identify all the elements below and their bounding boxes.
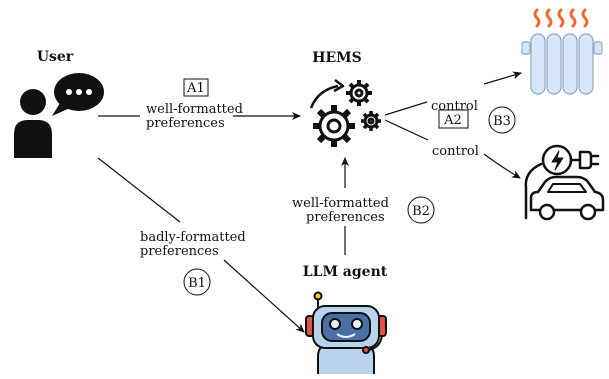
gears-icon	[309, 79, 381, 147]
edge-a1: A1 well-formatted preferences	[98, 78, 301, 131]
a1-tag: A1	[186, 81, 205, 96]
a1-label-line2: preferences	[146, 116, 225, 131]
b1-tag: B1	[188, 276, 206, 291]
b2-tag-circle	[407, 196, 435, 224]
b3-tag-circle	[488, 106, 516, 134]
b1-tag-circle	[183, 268, 211, 296]
b2-tag: B2	[412, 204, 430, 219]
heat-waves-icon	[533, 8, 589, 28]
llm-agent-title: LLM agent	[303, 264, 388, 280]
user-speech-icon	[14, 73, 104, 158]
edge-control-ev: control A2 B3	[384, 106, 521, 179]
robot-icon	[305, 291, 387, 374]
edge-b2: well-formatted preferences B2	[292, 157, 435, 255]
hems-title: HEMS	[312, 50, 362, 66]
b2-label-line2: preferences	[306, 210, 385, 225]
b3-tag: B3	[493, 114, 511, 129]
b1-label-line2: preferences	[140, 244, 219, 259]
control-bottom-label: control	[432, 144, 479, 159]
user-title: User	[37, 49, 74, 65]
radiator-icon	[521, 8, 603, 95]
a1-label-line1: well-formatted	[146, 102, 243, 117]
a2-tag: A2	[443, 113, 462, 128]
ev-charging-icon	[524, 144, 605, 221]
a2-tag-box	[438, 109, 469, 129]
b1-label-line1: badly-formatted	[140, 230, 246, 245]
a1-tag-box	[183, 78, 209, 97]
b2-label-line1: well-formatted	[292, 196, 389, 211]
edge-b1: badly-formatted preferences B1	[97, 157, 305, 333]
